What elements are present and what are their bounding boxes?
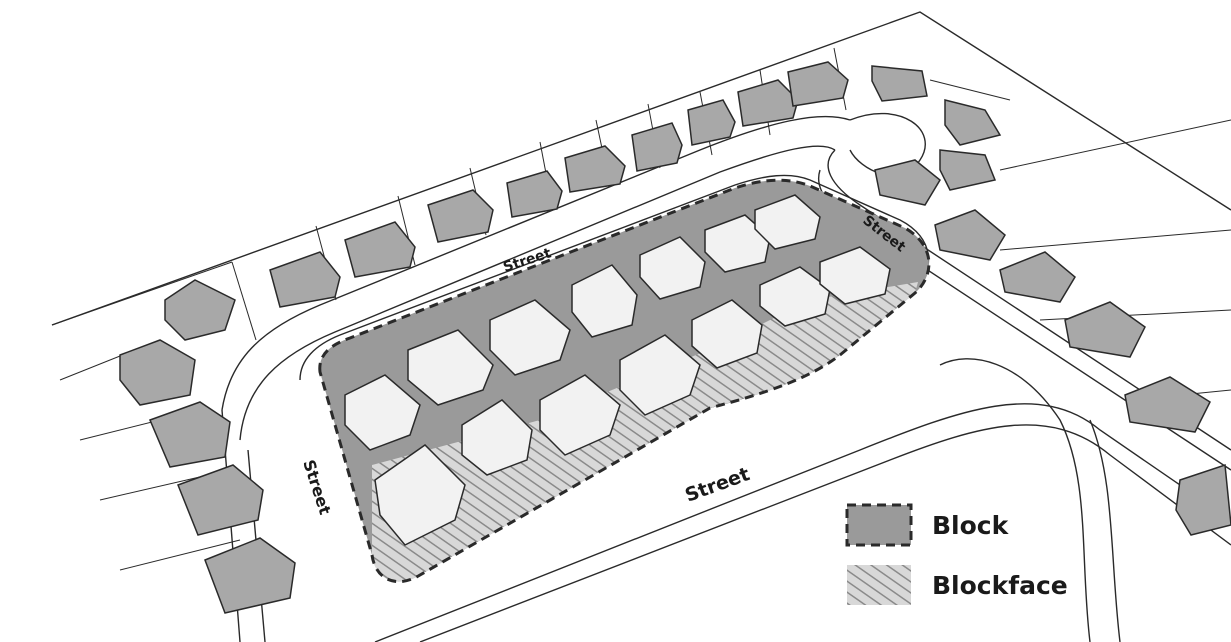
house bbox=[704, 214, 771, 273]
house bbox=[999, 251, 1076, 303]
house bbox=[871, 65, 928, 102]
legend-blockface-swatch bbox=[847, 565, 911, 605]
house bbox=[787, 61, 849, 107]
house bbox=[754, 194, 821, 250]
house bbox=[737, 79, 799, 127]
house bbox=[564, 145, 626, 193]
legend-block-label: Block bbox=[932, 511, 1010, 540]
street-label-west: Street bbox=[299, 457, 335, 517]
house bbox=[687, 99, 736, 146]
house bbox=[934, 209, 1006, 261]
house bbox=[489, 299, 571, 376]
house bbox=[619, 334, 701, 416]
legend: Block Blockface bbox=[845, 503, 1068, 605]
house bbox=[461, 399, 533, 476]
house bbox=[204, 537, 296, 614]
house bbox=[691, 299, 763, 369]
house bbox=[944, 99, 1002, 146]
house bbox=[374, 444, 466, 546]
house bbox=[164, 279, 236, 341]
house bbox=[571, 264, 638, 338]
house bbox=[539, 374, 621, 456]
house bbox=[759, 266, 831, 327]
house bbox=[269, 251, 341, 308]
house bbox=[344, 374, 421, 451]
house bbox=[631, 122, 683, 172]
house bbox=[639, 236, 706, 300]
house bbox=[427, 189, 494, 243]
house bbox=[939, 149, 997, 191]
legend-block-swatch bbox=[845, 503, 913, 547]
house bbox=[1124, 376, 1211, 433]
house bbox=[1175, 463, 1231, 536]
blockface-area bbox=[372, 282, 918, 582]
house bbox=[1064, 301, 1146, 358]
house bbox=[344, 221, 416, 278]
legend-blockface-label: Blockface bbox=[932, 571, 1068, 600]
surrounding-houses bbox=[119, 61, 1231, 614]
house bbox=[506, 170, 563, 218]
house bbox=[407, 329, 494, 406]
street-label-south: Street bbox=[682, 463, 752, 507]
house bbox=[177, 464, 264, 536]
house bbox=[148, 401, 231, 468]
house bbox=[119, 339, 196, 406]
house bbox=[874, 159, 941, 206]
block-houses bbox=[344, 194, 891, 546]
house bbox=[819, 246, 891, 305]
